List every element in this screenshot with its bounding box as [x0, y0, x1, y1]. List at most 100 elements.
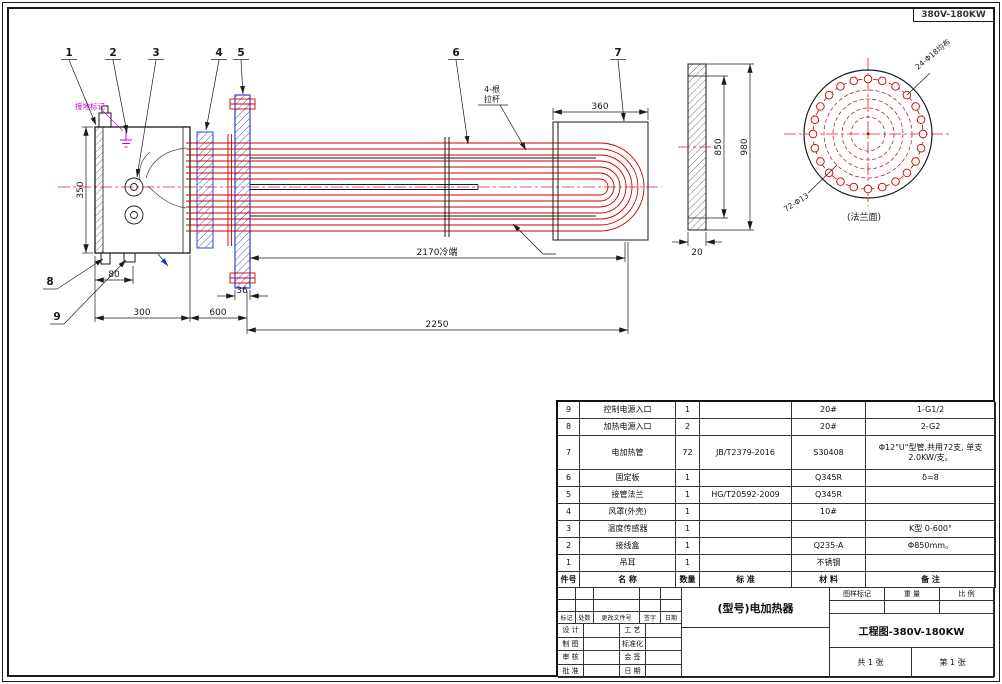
dim-360: 360: [591, 102, 608, 112]
title-block: 标记 处数 更改文件号 签字 日期 设 计 工 艺 制 图 标准化 审 核: [558, 588, 994, 678]
dim-300: 300: [133, 308, 150, 318]
bom-cell-note: 2-G2: [866, 419, 996, 436]
bom-cell-mat: Q345R: [792, 470, 866, 487]
bom-cell-name: 温度传感器: [580, 521, 676, 538]
bom-cell-std: HG/T20592-2009: [700, 487, 792, 504]
bom-header-name: 名 称: [580, 572, 676, 588]
sheet-number: 第 1 张: [912, 648, 994, 678]
tie-rods-and-supports: [250, 121, 649, 241]
bom-cell-qty: 2: [676, 419, 700, 436]
bom-cell-mat: 10#: [792, 504, 866, 521]
sig-approve: 批 准: [558, 664, 584, 678]
bom-cell-std: [700, 521, 792, 538]
bom-cell-name: 风罩(外壳): [580, 504, 676, 521]
product-subcell: [682, 628, 830, 678]
bom-header-no: 件号: [558, 572, 580, 588]
bom-cell-std: JB/T2379-2016: [700, 436, 792, 470]
callouts: [43, 59, 626, 325]
product-area: (型号)电加热器: [682, 588, 830, 678]
bom-cell-no: 7: [558, 436, 580, 470]
rev-mark: 标记: [558, 612, 576, 624]
bom-cell-note: Φ850mm。: [866, 538, 996, 555]
bom-cell-name: 接线盒: [580, 538, 676, 555]
bom-cell-qty: 1: [676, 555, 700, 572]
bom-cell-no: 5: [558, 487, 580, 504]
bom-cell-name: 控制电源入口: [580, 402, 676, 419]
bom-cell-no: 2: [558, 538, 580, 555]
dim-600: 600: [209, 308, 226, 318]
drawing-info-area: 图样标记 重 量 比 例 工程图-380V-180KW 共 1 张 第 1 张: [830, 588, 994, 678]
signature-grid: 设 计 工 艺 制 图 标准化 审 核 会 签 批 准 日 期: [558, 624, 682, 678]
bom-cell-no: 1: [558, 555, 580, 572]
callout-3: 3: [152, 47, 159, 59]
sig-review: 审 核: [558, 651, 584, 665]
bom-header-mat: 材 料: [792, 572, 866, 588]
callout-7: 7: [614, 47, 621, 59]
bom-cell-note: δ=8: [866, 470, 996, 487]
sig-standard: 标准化: [620, 637, 646, 651]
info-header-row: 图样标记 重 量 比 例: [830, 588, 994, 601]
ground-symbol: [102, 110, 132, 148]
bom-cell-mat: 不锈钢: [792, 555, 866, 572]
dim-350: 350: [76, 181, 86, 198]
bom-cell-qty: 1: [676, 504, 700, 521]
dim-80: 80: [108, 270, 120, 280]
ground-mark-label: 接地标记: [75, 101, 105, 111]
tie-rod-note-line2: 拉杆: [484, 94, 500, 104]
bom-cell-qty: 1: [676, 521, 700, 538]
dimensions: [82, 108, 649, 334]
bom-cell-name: 电加热管: [580, 436, 676, 470]
bom-header-row: 件号 名 称 数量 标 准 材 料 备 注: [558, 572, 996, 588]
bom-header-qty: 数量: [676, 572, 700, 588]
bom-cell-name: 固定板: [580, 470, 676, 487]
callout-5: 5: [237, 47, 244, 59]
callout-4: 4: [215, 47, 222, 59]
bom-row: 9 控制电源入口 1 20# 1-G1/2: [558, 402, 996, 419]
bom-cell-std: [700, 555, 792, 572]
sig-countersign: 会 签: [620, 651, 646, 665]
sig-date: 日 期: [620, 664, 646, 678]
bom-cell-qty: 1: [676, 470, 700, 487]
bom-cell-note: [866, 487, 996, 504]
bom-cell-std: [700, 402, 792, 419]
bom-cell-no: 4: [558, 504, 580, 521]
bom-row: 2 接线盒 1 Q235-A Φ850mm。: [558, 538, 996, 555]
bom-cell-name: 加热电源入口: [580, 419, 676, 436]
bom-cell-mat: 20#: [792, 419, 866, 436]
dim-980: 980: [740, 138, 750, 155]
drawing-number: 工程图-380V-180KW: [830, 614, 994, 648]
tube-bundle: [186, 142, 645, 232]
bom-cell-no: 3: [558, 521, 580, 538]
info-mark-label: 图样标记: [830, 588, 885, 601]
product-name: (型号)电加热器: [682, 588, 830, 628]
bom-cell-note: K型 0-600°: [866, 521, 996, 538]
bom-row: 1 吊耳 1 不锈钢: [558, 555, 996, 572]
drain-flow-arrow: [157, 253, 169, 267]
bom-cell-qty: 72: [676, 436, 700, 470]
bom-row: 6 固定板 1 Q345R δ=8: [558, 470, 996, 487]
info-weight-label: 重 量: [885, 588, 940, 601]
dim-2250: 2250: [426, 320, 449, 330]
rev-count: 处数: [576, 612, 594, 624]
bom-row: 7 电加热管 72 JB/T2379-2016 S30408 Φ12"U"型管,…: [558, 436, 996, 470]
bom-cell-note: [866, 504, 996, 521]
revision-row-empty: [558, 600, 682, 612]
callout-9: 9: [53, 311, 60, 323]
bom-row: 4 风罩(外壳) 1 10#: [558, 504, 996, 521]
main-flange: [229, 94, 256, 289]
bom-cell-no: 6: [558, 470, 580, 487]
flange-side-view: [672, 63, 754, 246]
revision-header-row: 标记 处数 更改文件号 签字 日期: [558, 612, 682, 624]
sig-draft: 制 图: [558, 637, 584, 651]
bom-cell-std: [700, 538, 792, 555]
callout-1: 1: [65, 47, 72, 59]
info-value-row: [830, 601, 994, 614]
bom-header-note: 备 注: [866, 572, 996, 588]
tie-rod-note-line1: 4-根: [484, 84, 500, 94]
junction-box: [94, 105, 191, 265]
rev-sign: 签字: [640, 612, 661, 624]
bom-cell-mat: S30408: [792, 436, 866, 470]
